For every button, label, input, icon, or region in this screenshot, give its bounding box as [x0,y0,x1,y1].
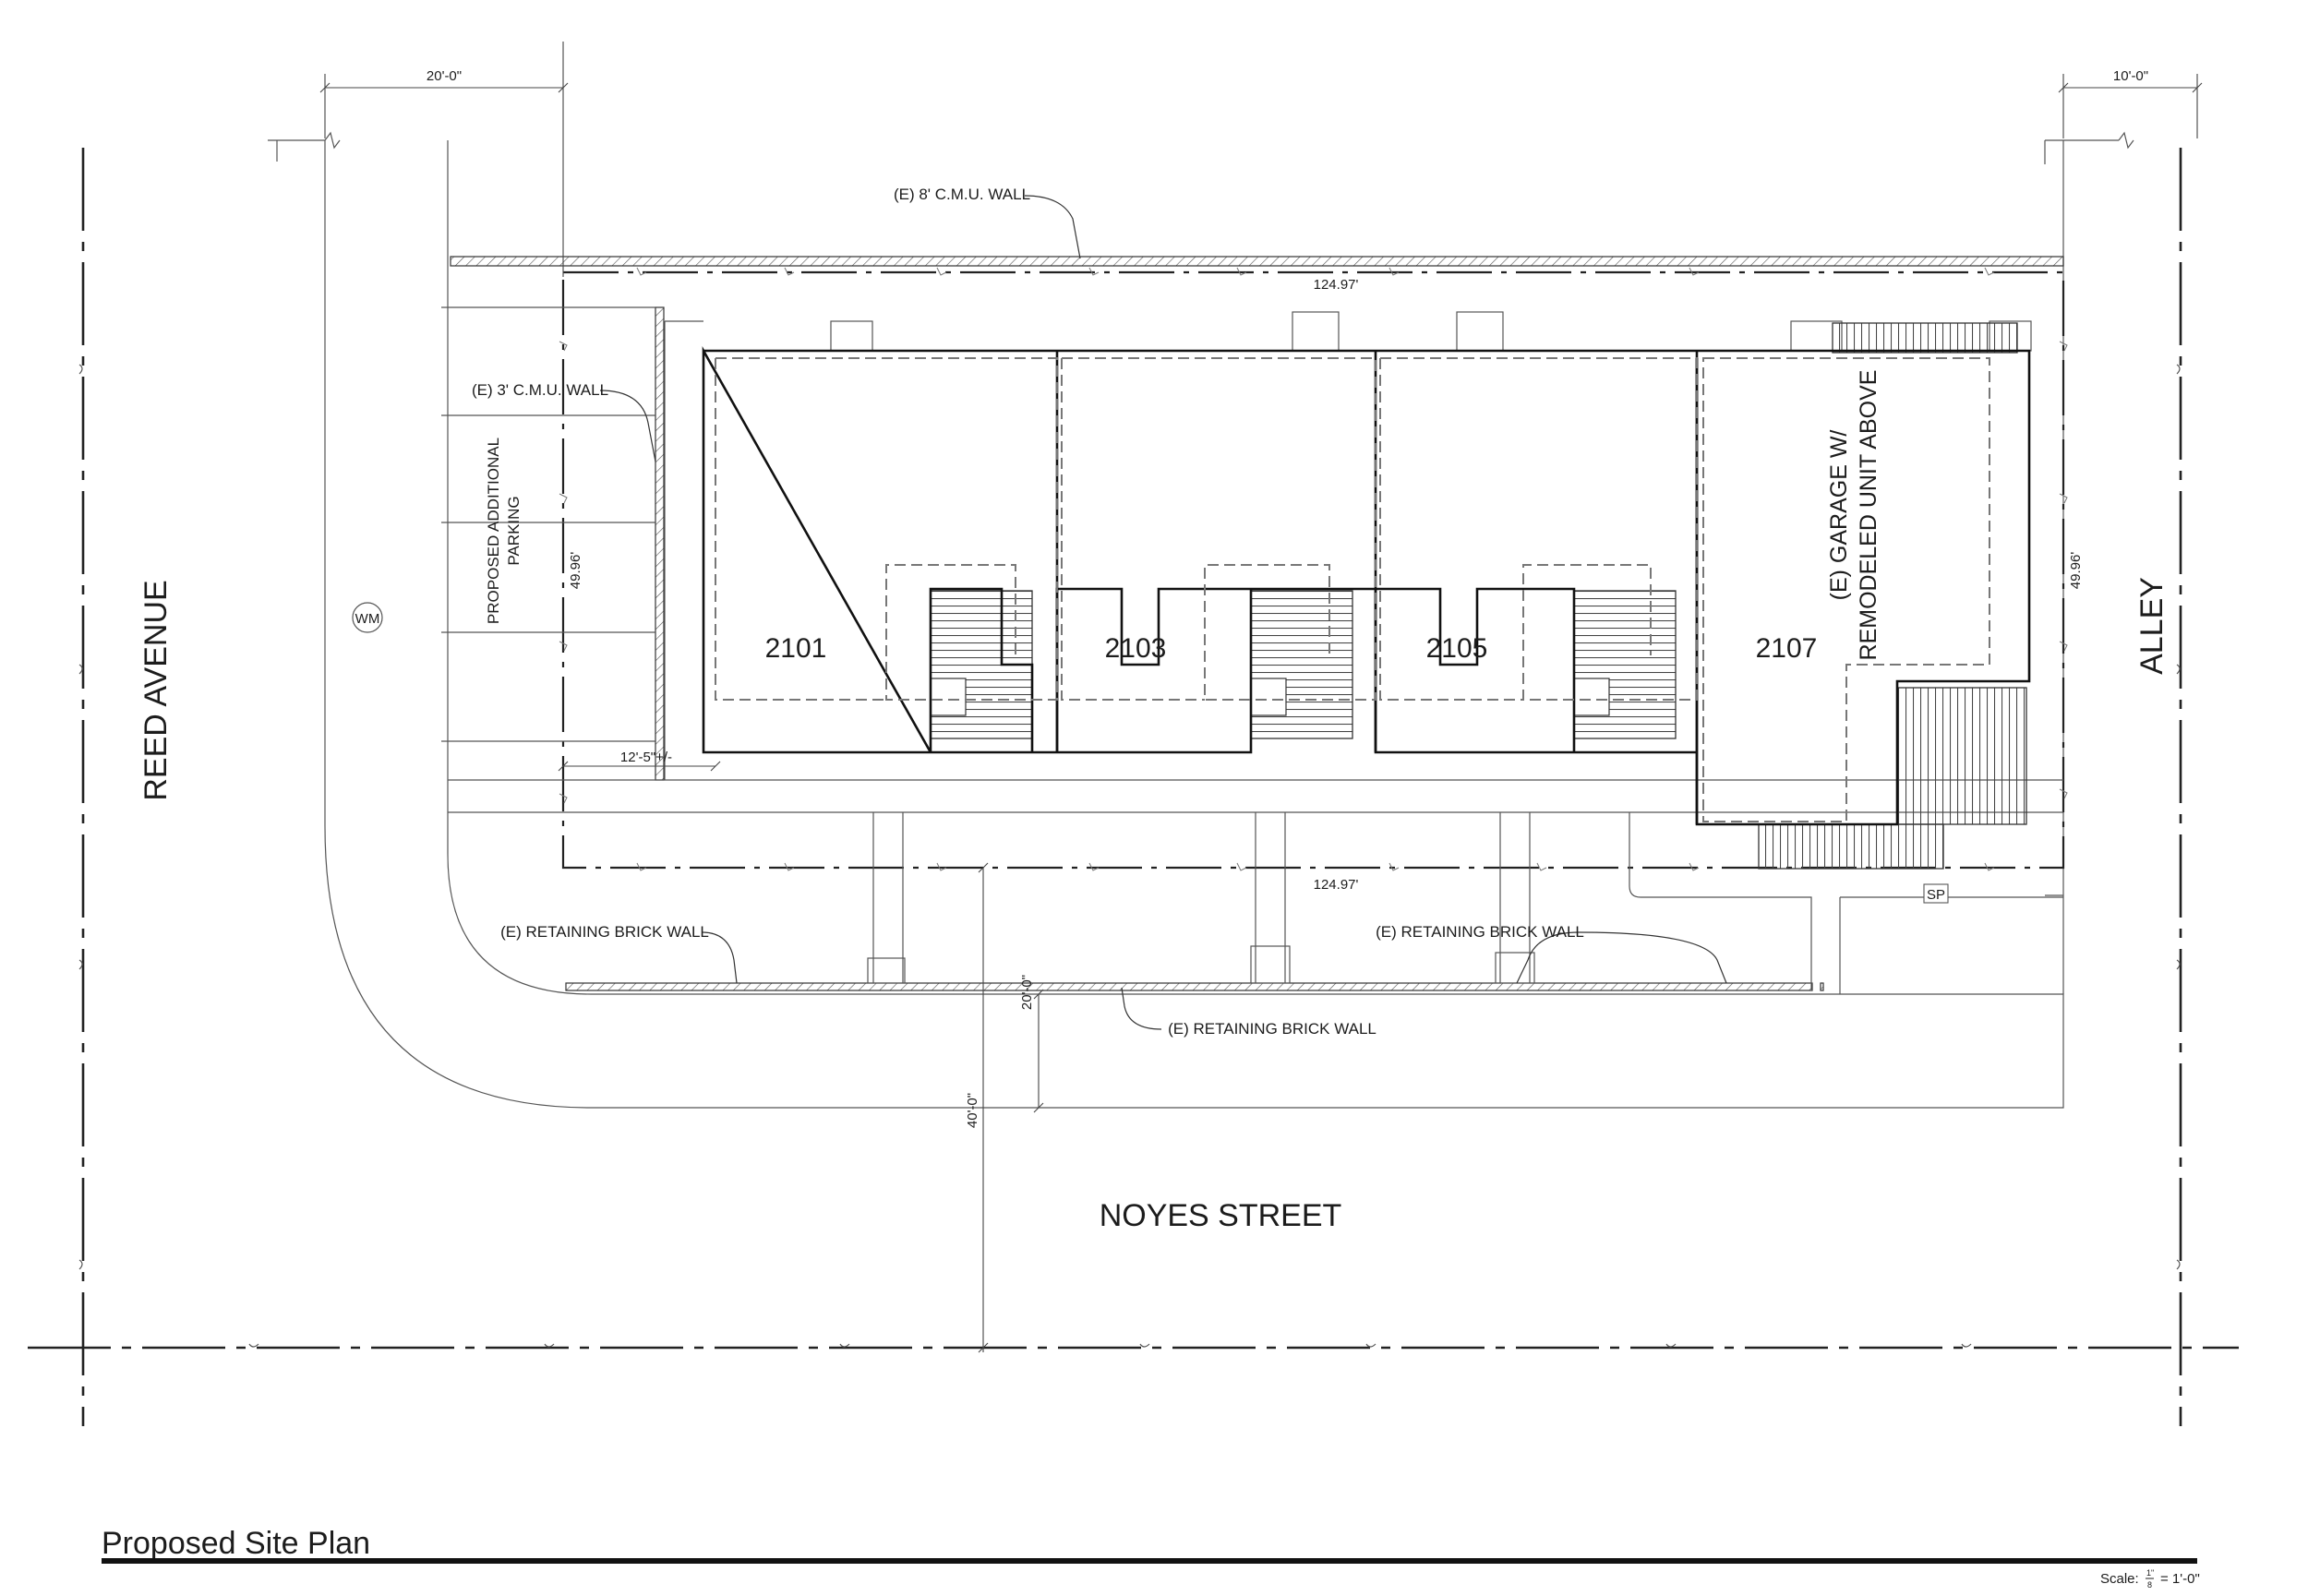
exterior-stairs [930,322,2027,870]
dim-top-right: 10'-0" [2113,68,2148,84]
scale-numerator: 1" [2146,1568,2154,1578]
dim-lot-depth-right: 49.96' [2068,552,2084,590]
garage-label-line2: REMODELED UNIT ABOVE [1856,370,1881,661]
scale-note: Scale: 1" 8 = 1'-0" [2100,1568,2200,1590]
dim-setback: 12'-5"+/- [620,750,672,765]
dim-top-left: 20'-0" [427,68,462,84]
dim-sidewalk: 20'-0" [1019,975,1035,1010]
unit-label-2107: 2107 [1756,633,1818,664]
scale-prefix: Scale: [2100,1571,2139,1587]
street-label-noyes-street: NOYES STREET [1100,1198,1342,1233]
service-point-label: SP [1927,887,1945,903]
cmu-wall-8ft-label: (E) 8' C.M.U. WALL [894,186,1030,203]
dim-lot-length-top: 124.97' [1314,277,1359,293]
unit-label-2105: 2105 [1426,633,1488,664]
property-line [561,270,2065,870]
unit-label-2103: 2103 [1105,633,1167,664]
street-centerlines [28,148,2239,1426]
curb-lines [268,131,2134,1109]
retaining-wall-label-west: (E) RETAINING BRICK WALL [500,923,709,941]
water-meter-icon [352,602,383,633]
parking-label-line2: PARKING [505,496,523,565]
unit-label-2101: 2101 [765,633,827,664]
scale-denominator: 8 [2147,1580,2152,1590]
retaining-wall-label-south: (E) RETAINING BRICK WALL [1168,1020,1376,1038]
retaining-walls [565,982,1824,991]
title-underline [102,1558,2197,1564]
drawing-title: Proposed Site Plan [102,1526,370,1561]
dim-lot-depth-left: 49.96' [568,552,583,590]
scale-suffix: = 1'-0" [2160,1571,2200,1587]
upper-floor-outline [715,357,1990,822]
street-label-alley: ALLEY [2134,577,2170,675]
cmu-wall-3ft [655,306,665,781]
property-markers [559,267,2068,871]
dim-lot-length-bottom: 124.97' [1314,877,1359,893]
garage-label-line1: (E) GARAGE W/ [1826,430,1852,601]
cmu-wall-3ft-label: (E) 3' C.M.U. WALL [472,381,608,399]
service-point-box [1923,883,1949,904]
parking-label-line1: PROPOSED ADDITIONAL [485,438,502,624]
street-label-reed-avenue: REED AVENUE [138,580,174,800]
retaining-wall-label-east: (E) RETAINING BRICK WALL [1376,923,1584,941]
cmu-wall-8ft [450,256,2064,267]
callout-leaders [599,195,1727,1030]
dim-street-width: 40'-0" [965,1093,980,1128]
dimension-lines [319,42,2203,1353]
water-meter-label: WM [355,611,380,627]
walkways [448,311,2063,994]
parking-stalls [441,306,655,742]
